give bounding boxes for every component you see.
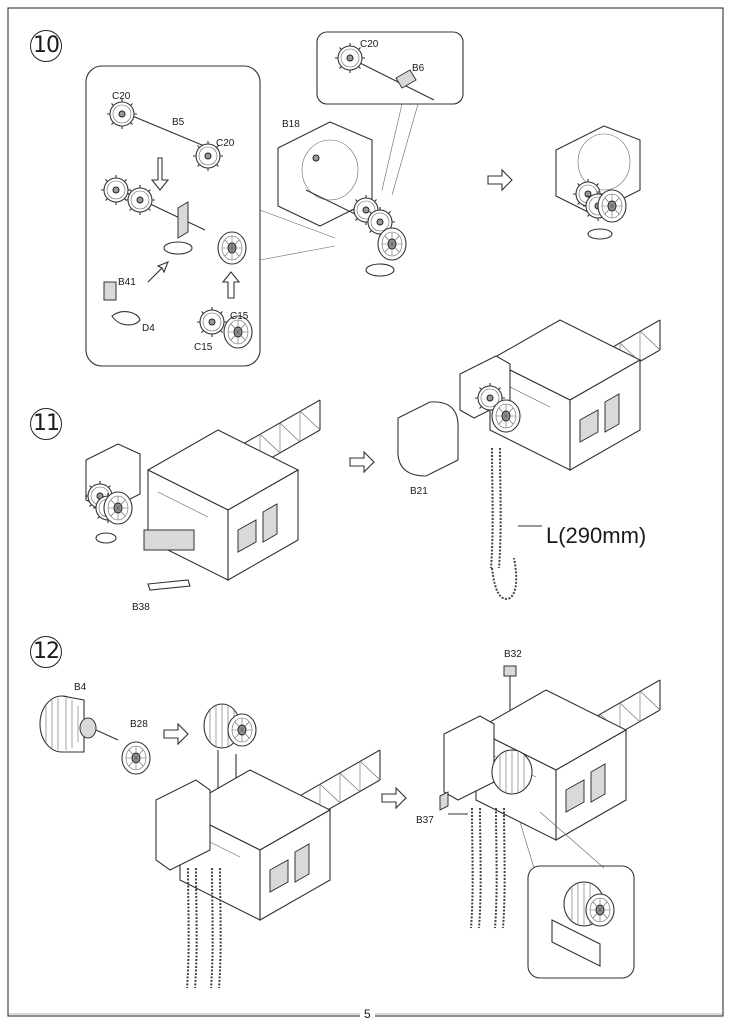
label-b41: B41 (118, 277, 136, 288)
label-c20: C20 (216, 138, 235, 149)
step-number-12: 12 (30, 636, 62, 668)
label-b4: B4 (74, 682, 87, 693)
label-b5: B5 (172, 117, 185, 128)
label-c20: C20 (112, 91, 131, 102)
step10-figure (85, 31, 641, 367)
step12-figure (39, 665, 661, 989)
page-number: 5 (360, 1008, 375, 1020)
label-b37: B37 (416, 815, 434, 826)
label-b32: B32 (504, 649, 522, 660)
label-b21: B21 (410, 486, 428, 497)
label-c20: C20 (360, 39, 379, 50)
label-b38: B38 (132, 602, 150, 613)
label-b18: B18 (282, 119, 300, 130)
label-c15: C15 (194, 342, 213, 353)
label-b6: B6 (412, 63, 425, 74)
step-number-10: 10 (30, 30, 62, 62)
label-c15: C15 (230, 311, 249, 322)
step-number-11: 11 (30, 408, 62, 440)
label-b28: B28 (130, 719, 148, 730)
label-d4: D4 (142, 323, 155, 334)
label-chain-length: L(290mm) (546, 523, 647, 548)
step11-figure (84, 319, 661, 600)
